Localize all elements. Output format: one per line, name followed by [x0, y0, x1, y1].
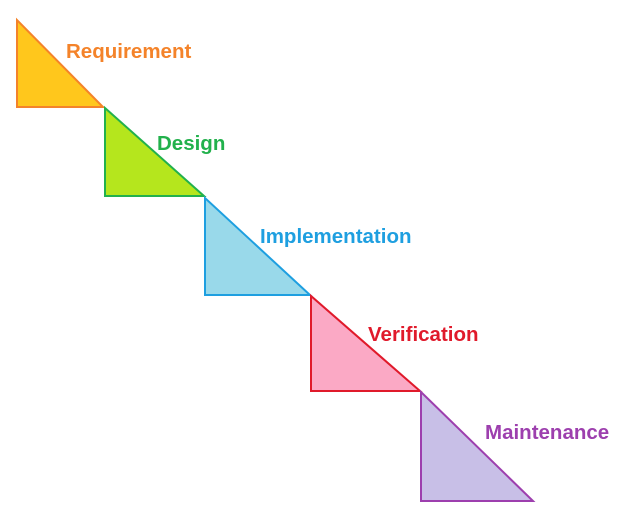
stage-implementation: Implementation [204, 195, 412, 296]
stage-verification-triangle [310, 293, 423, 392]
stage-verification: Verification [310, 293, 479, 392]
stage-verification-label: Verification [368, 323, 479, 346]
stage-requirement-triangle [16, 17, 106, 108]
stage-implementation-triangle [204, 195, 313, 296]
stage-maintenance-triangle [420, 389, 536, 502]
stage-implementation-label: Implementation [260, 225, 412, 248]
stage-design-label: Design [157, 132, 225, 155]
stage-maintenance: Maintenance [420, 389, 609, 502]
stage-maintenance-label: Maintenance [485, 421, 609, 444]
stage-design-triangle [104, 105, 207, 197]
stage-design: Design [104, 105, 225, 197]
stage-requirement: Requirement [16, 17, 191, 108]
stage-requirement-label: Requirement [66, 40, 191, 63]
